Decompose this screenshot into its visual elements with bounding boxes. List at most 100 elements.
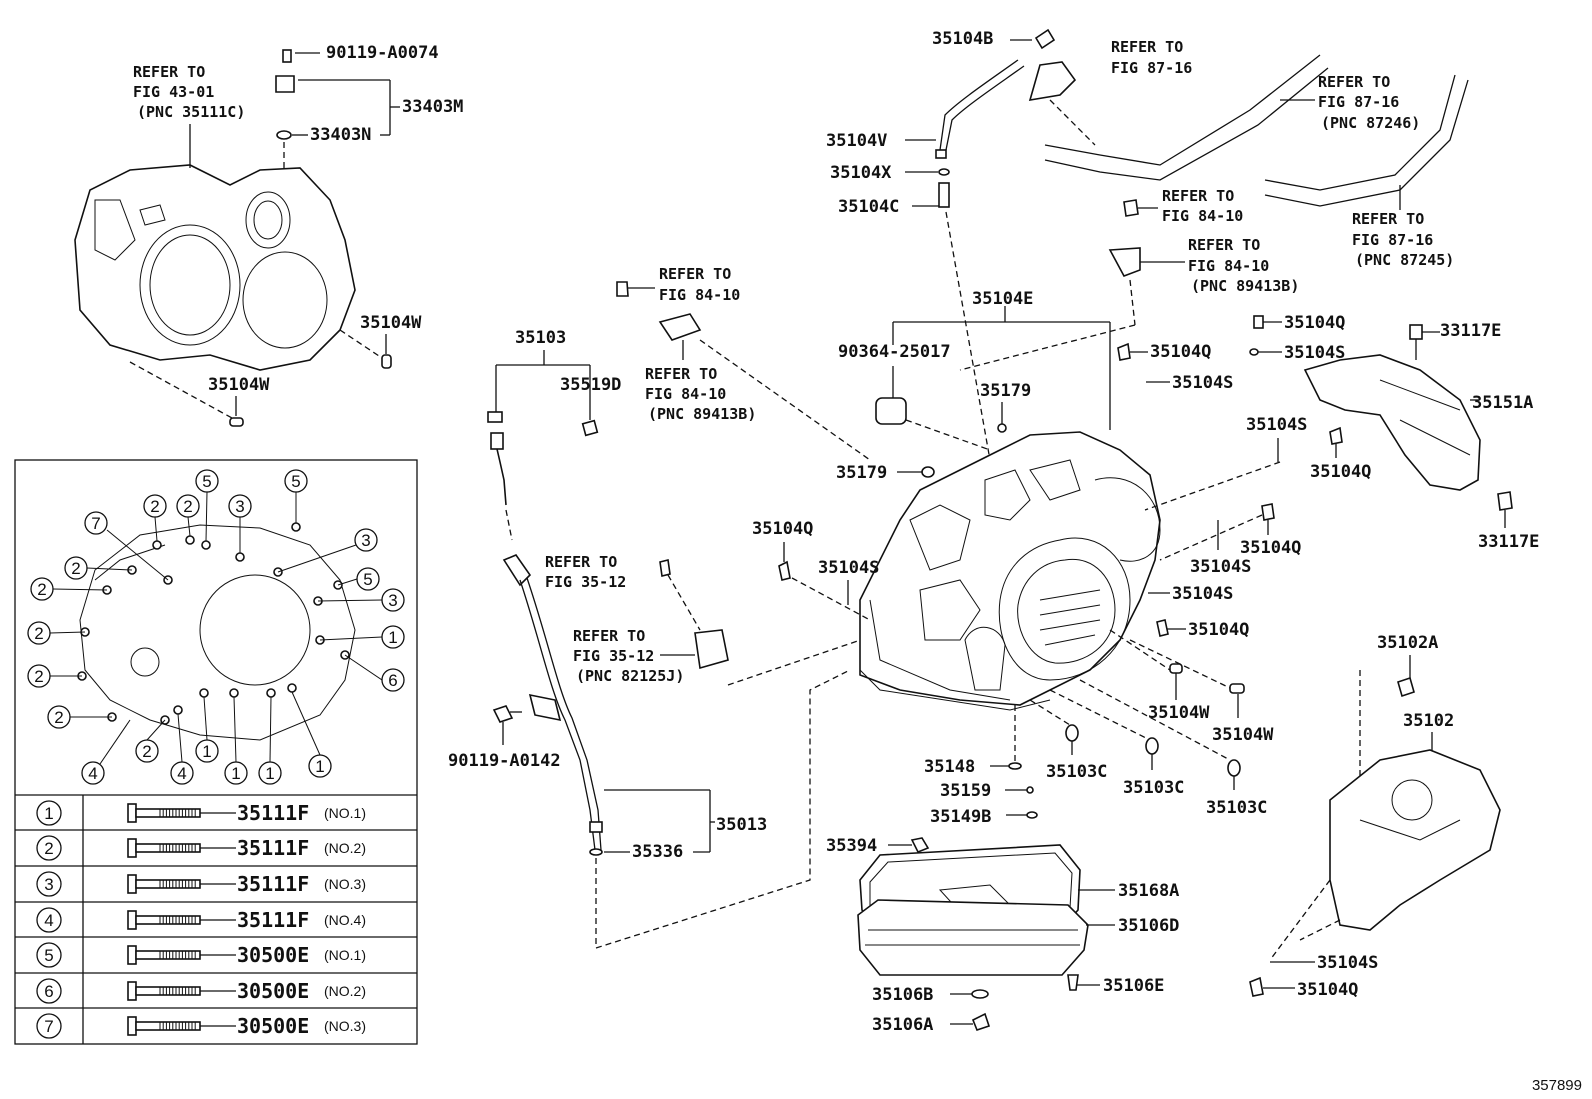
callout-90119-a0142: 90119-A0142 (448, 751, 561, 771)
refer-note-fig-84-10-a: REFER TO FIG 84-10 (659, 265, 740, 304)
bolt-note: (NO.1) (324, 947, 366, 963)
svg-text:2: 2 (183, 497, 192, 516)
bolt-head-icon (127, 981, 137, 1001)
bolt-dots (77, 522, 350, 725)
callout-35519d: 35519D (560, 375, 621, 395)
svg-text:REFER TO: REFER TO (1318, 73, 1390, 91)
svg-text:FIG 43-01: FIG 43-01 (133, 83, 214, 101)
callout-35104w-right-b: 35104W (1212, 725, 1274, 745)
callout-35103c-b: 35103C (1123, 778, 1184, 798)
svg-text:REFER TO: REFER TO (1352, 210, 1424, 228)
callout-35104q-mid-b: 35104Q (1240, 538, 1301, 558)
bolt-index-circle (36, 942, 62, 968)
bolt-index-circle (36, 800, 62, 826)
svg-text:5: 5 (202, 472, 211, 491)
callout-35104q-mid-a: 35104Q (1310, 462, 1371, 482)
svg-text:FIG 87-16: FIG 87-16 (1352, 231, 1433, 249)
svg-text:2: 2 (150, 497, 159, 516)
svg-text:7: 7 (91, 514, 100, 533)
bolt-part-number: 30500E (237, 943, 309, 967)
callout-35103c-a: 35103C (1046, 762, 1107, 782)
svg-text:FIG 35-12: FIG 35-12 (545, 573, 626, 591)
bolt-note: (NO.2) (324, 840, 366, 856)
callout-33403m: 33403M (402, 97, 463, 117)
callout-35104s-left: 35104S (818, 558, 879, 578)
bolt-index-label: 6 (44, 982, 53, 1001)
callout-35104s-mid-c: 35104S (1172, 584, 1233, 604)
refer-note-fig-84-10-b: REFER TO FIG 84-10 (PNC 89413B) (645, 365, 756, 423)
svg-text:2: 2 (34, 624, 43, 643)
transaxle-assembly-illustration (859, 431, 1161, 711)
svg-text:(PNC 89413B): (PNC 89413B) (648, 405, 756, 423)
bolt-index-label: 5 (44, 946, 53, 965)
svg-text:2: 2 (54, 708, 63, 727)
svg-text:REFER TO: REFER TO (1162, 187, 1234, 205)
bolt-index-circle (36, 907, 62, 933)
bolt-head-icon (127, 945, 137, 965)
callout-35104q-bottom: 35104Q (1297, 980, 1358, 1000)
svg-text:FIG 84-10: FIG 84-10 (645, 385, 726, 403)
svg-text:(PNC 35111C): (PNC 35111C) (137, 103, 245, 121)
callout-33117e-top: 33117E (1440, 321, 1501, 341)
callout-35106b: 35106B (872, 985, 933, 1005)
heat-shield-group (1303, 324, 1513, 528)
callout-35149b: 35149B (930, 807, 991, 827)
callout-35102a: 35102A (1377, 633, 1438, 653)
callout-35104s-mid-b: 35104S (1190, 557, 1251, 577)
bolt-head-icon (127, 803, 137, 823)
svg-text:REFER TO: REFER TO (573, 627, 645, 645)
svg-text:5: 5 (291, 472, 300, 491)
svg-text:2: 2 (34, 667, 43, 686)
bolt-part-number: 30500E (237, 1014, 309, 1038)
bolt-index-label: 1 (44, 804, 53, 823)
bolt-index-circle (36, 978, 62, 1004)
svg-text:2: 2 (37, 580, 46, 599)
svg-text:(PNC 82125J): (PNC 82125J) (576, 667, 684, 685)
callout-35104s-bottom: 35104S (1317, 953, 1378, 973)
bolt-note: (NO.1) (324, 805, 366, 821)
bolt-head-icon (127, 874, 137, 894)
svg-text:FIG 87-16: FIG 87-16 (1318, 93, 1399, 111)
bolt-layout-panel: 7 2 2 5 3 5 3 2 5 2 3 2 1 2 6 2 2 1 4 4 … (14, 459, 418, 1045)
svg-text:3: 3 (235, 497, 244, 516)
callout-35106a: 35106A (872, 1015, 933, 1035)
bolt-part-number: 35111F (237, 836, 309, 860)
svg-text:1: 1 (388, 628, 397, 647)
refer-note-fig-35-12-a: REFER TO FIG 35-12 (545, 553, 626, 591)
bolt-index-label: 2 (44, 839, 53, 858)
bolt-table (15, 794, 417, 1044)
bolt-table-row: 2 35111F (NO.2) (36, 835, 366, 861)
svg-text:FIG 87-16: FIG 87-16 (1111, 59, 1192, 77)
svg-text:FIG 84-10: FIG 84-10 (1188, 257, 1269, 275)
callout-35103c-c: 35103C (1206, 798, 1267, 818)
callout-35104s-mid-a: 35104S (1246, 415, 1307, 435)
breather-hose-group (905, 28, 1096, 461)
svg-text:1: 1 (202, 742, 211, 761)
refer-note-fig-43-01: REFER TO FIG 43-01 (PNC 35111C) (133, 63, 245, 168)
bolt-head-icon (127, 910, 137, 930)
callout-35148: 35148 (924, 757, 975, 777)
svg-text:REFER TO: REFER TO (1111, 38, 1183, 56)
bolt-part-number: 35111F (237, 872, 309, 896)
bolt-table-row: 5 30500E (NO.1) (36, 942, 366, 968)
callout-35104q-top-b: 35104Q (1284, 313, 1345, 333)
callout-35151a: 35151A (1472, 393, 1533, 413)
callout-35104w-left-b: 35104W (208, 375, 270, 395)
svg-text:6: 6 (388, 671, 397, 690)
bolt-shank-icon (135, 950, 201, 960)
callout-35106d: 35106D (1118, 916, 1179, 936)
dipstick-group (487, 350, 851, 949)
callout-35336: 35336 (632, 842, 683, 862)
svg-text:3: 3 (361, 531, 370, 550)
svg-text:4: 4 (177, 764, 186, 783)
oil-pan-group (857, 679, 1241, 1031)
bolt-head-icon (127, 838, 137, 858)
callout-35104w-left-a: 35104W (360, 313, 422, 333)
